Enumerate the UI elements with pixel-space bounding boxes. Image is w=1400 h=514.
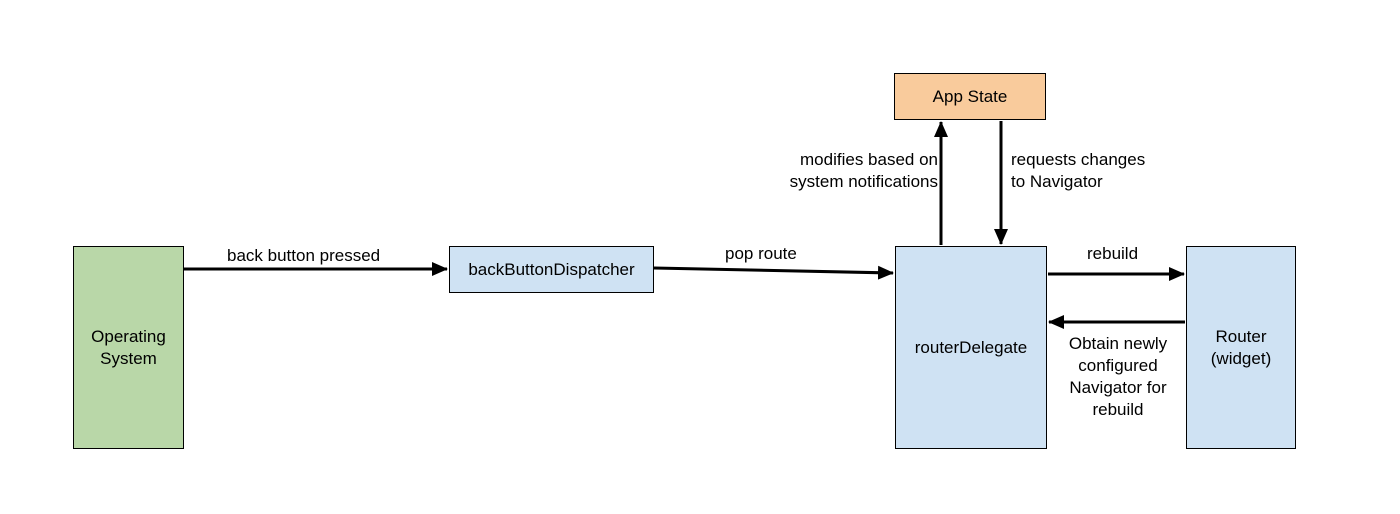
- app-state-label: App State: [932, 86, 1008, 106]
- router-delegate-node: routerDelegate: [895, 246, 1047, 449]
- router-delegate-label: routerDelegate: [914, 337, 1028, 357]
- operating-system-node: Operating System: [73, 246, 184, 449]
- edge-label-requests: requests changes to Navigator: [1011, 150, 1146, 191]
- edge-label-back-button-pressed: back button pressed: [227, 246, 381, 265]
- operating-system-label: Operating System: [91, 326, 166, 368]
- edge-label-obtain: Obtain newly configured Navigator for re…: [1068, 334, 1168, 419]
- app-state-node: App State: [894, 73, 1046, 120]
- edge-label-pop-route: pop route: [725, 244, 797, 263]
- back-button-dispatcher-node: backButtonDispatcher: [449, 246, 654, 293]
- router-widget-node: Router (widget): [1186, 246, 1296, 449]
- arrow-dispatcher-to-delegate: [653, 265, 894, 280]
- router-widget-label: Router (widget): [1210, 326, 1272, 368]
- edge-label-modifies: modifies based on system notifications: [789, 150, 938, 191]
- edge-label-rebuild: rebuild: [1087, 244, 1139, 263]
- back-button-dispatcher-label: backButtonDispatcher: [468, 259, 635, 279]
